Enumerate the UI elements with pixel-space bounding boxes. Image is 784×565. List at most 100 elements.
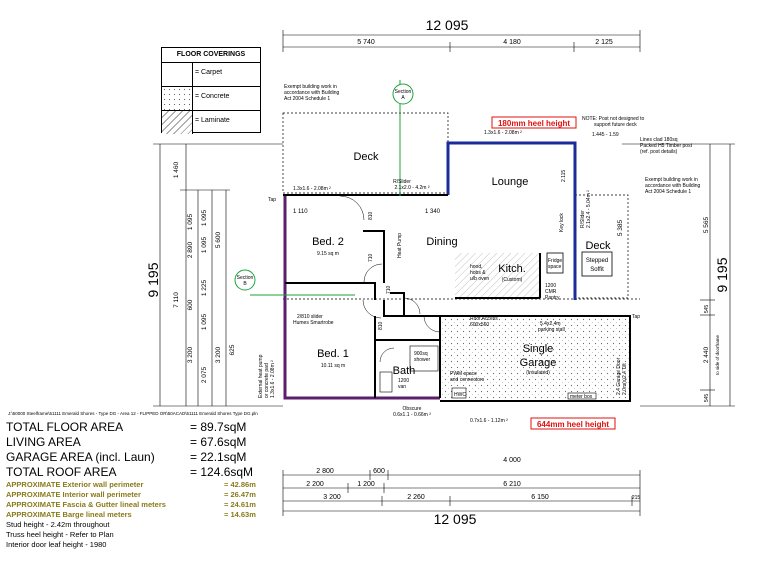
left-b4: 3 200 — [187, 346, 194, 363]
heel-644: 644mm heel height — [537, 420, 609, 429]
top-total-dim: 12 095 — [426, 17, 469, 33]
approx-value: = 24.61m — [224, 500, 256, 509]
summary-value: = 124.6sqM — [190, 465, 254, 479]
summary-value: = 67.6sqM — [190, 435, 247, 449]
approx-row: APPROXIMATE Exterior wall perimeter = 42… — [6, 480, 276, 490]
left-a2: 7 110 — [173, 292, 180, 308]
bottom-r2-1: 2 200 — [306, 481, 324, 488]
approx-value: = 26.47m — [224, 490, 256, 499]
summary-label: TOTAL FLOOR AREA — [6, 420, 124, 434]
exterior-walls — [283, 141, 631, 402]
left-c4: 1 095 — [201, 313, 208, 330]
stepped-soffit — [546, 251, 613, 277]
note-stud-height: Stud height - 2.42m throughout — [6, 520, 110, 529]
right-c4: 545 — [704, 394, 710, 403]
left-d1: 5 600 — [215, 231, 222, 248]
note-door-leaf: Interior door leaf height - 1980 — [6, 540, 107, 549]
heat-pump: Heat Pump — [397, 233, 403, 258]
summary-label: GARAGE AREA (incl. Laun) — [6, 450, 155, 464]
left-c2: 1 095 — [201, 236, 208, 253]
top-dimensions — [282, 30, 641, 52]
interior-walls — [285, 230, 541, 398]
left-b2: 2 890 — [187, 241, 194, 258]
bottom-r2-3: 6 210 — [503, 481, 521, 488]
rslider-right: R/Slider2.1x2.4 - 5.04m ² — [580, 190, 592, 228]
right-c2: 2 440 — [703, 346, 710, 363]
height-v: 2.115 — [561, 170, 567, 182]
bottom-r2-2: 1 200 — [357, 481, 375, 488]
left-d2: 3 200 — [215, 346, 222, 363]
meter-box: meter box — [570, 394, 593, 400]
garage-floor — [442, 316, 630, 401]
room-bed2: Bed. 2 — [312, 236, 344, 248]
left-c3: 1 225 — [201, 279, 208, 296]
bed2-dim-1: 1 110 — [293, 209, 308, 215]
legend-label-carpet: = Carpet — [195, 69, 223, 76]
door-swings — [339, 195, 441, 363]
room-bed1: Bed. 1 — [317, 348, 349, 360]
legend-title: FLOOR COVERINGS — [162, 48, 260, 63]
left-dimensions — [153, 143, 283, 407]
summary-row: TOTAL FLOOR AREA = 89.7sqM — [6, 420, 276, 435]
heel-labels — [491, 116, 616, 430]
legend-row-concrete: = Concrete — [162, 87, 260, 111]
room-bath: Bath — [393, 365, 416, 377]
left-b3: 600 — [187, 299, 194, 310]
bed2-door-1: 810 — [368, 211, 374, 220]
right-dimensions — [622, 143, 735, 407]
bottom-r1-3: 4 000 — [503, 457, 521, 464]
left-c1: 1 095 — [201, 209, 208, 226]
room-bed1-area: 10.11 sq m — [321, 363, 345, 369]
left-c5: 2 075 — [201, 366, 208, 383]
tap-left: Tap — [268, 197, 276, 203]
approx-label: APPROXIMATE Barge lineal meters — [6, 510, 132, 519]
legend-row-laminate: = Laminate — [162, 111, 260, 134]
top-seg-2: 4 180 — [503, 39, 521, 46]
hwc: HWC — [454, 392, 466, 398]
bottom-r3-2: 2 260 — [407, 494, 425, 501]
floor-coverings-legend: FLOOR COVERINGS = Carpet = Concrete = La… — [161, 47, 261, 134]
left-b1: 1 095 — [187, 213, 194, 230]
window-top-right: 1.445 - 1.59 — [592, 132, 619, 138]
room-kitchen-sub: (Custom) — [502, 277, 523, 283]
approx-row: APPROXIMATE Interior wall perimeter = 26… — [6, 490, 276, 500]
approx-value: = 42.86m — [224, 480, 256, 489]
summary-row: TOTAL ROOF AREA = 124.6sqM — [6, 465, 276, 480]
approx-label: APPROXIMATE Fascia & Gutter lineal meter… — [6, 500, 166, 509]
concrete-swatch — [162, 87, 193, 110]
bottom-r1-1: 2 800 — [316, 468, 334, 475]
top-seg-3: 2 125 — [595, 39, 613, 46]
garage-door: 2.4 Garage Door2.0m(x)2.4 Tilt — [616, 357, 628, 395]
bottom-total-dim: 12 095 — [434, 511, 477, 527]
right-c1: 5 565 — [703, 216, 710, 233]
note-truss-heel: Truss heel height - Refer to Plan — [6, 530, 114, 539]
bath-door-2: 710 — [386, 285, 392, 294]
left-total-dim: 9 195 — [145, 262, 161, 297]
window-bottom: 0.7x1.6 - 1.12m ² — [470, 418, 508, 424]
room-kitchen: Kitch. — [498, 263, 526, 275]
file-reference: J:\50000 Steelframe\51111 Emerald Shores… — [8, 411, 258, 416]
heel-180: 180mm heel height — [498, 119, 570, 128]
external-heat-pump: External heat pumpor concrete pad1.3x1.6… — [258, 354, 276, 398]
section-markers — [234, 80, 414, 296]
summary-label: LIVING AREA — [6, 435, 81, 449]
key-lock: Key lock — [559, 213, 565, 232]
bottom-r3-3: 6 150 — [531, 494, 549, 501]
approx-value: = 14.63m — [224, 510, 256, 519]
tap-right: Tap — [632, 314, 640, 320]
room-dining: Dining — [426, 236, 457, 248]
approx-label: APPROXIMATE Exterior wall perimeter — [6, 480, 144, 489]
room-bed2-area: 9.15 sq m — [317, 251, 339, 257]
